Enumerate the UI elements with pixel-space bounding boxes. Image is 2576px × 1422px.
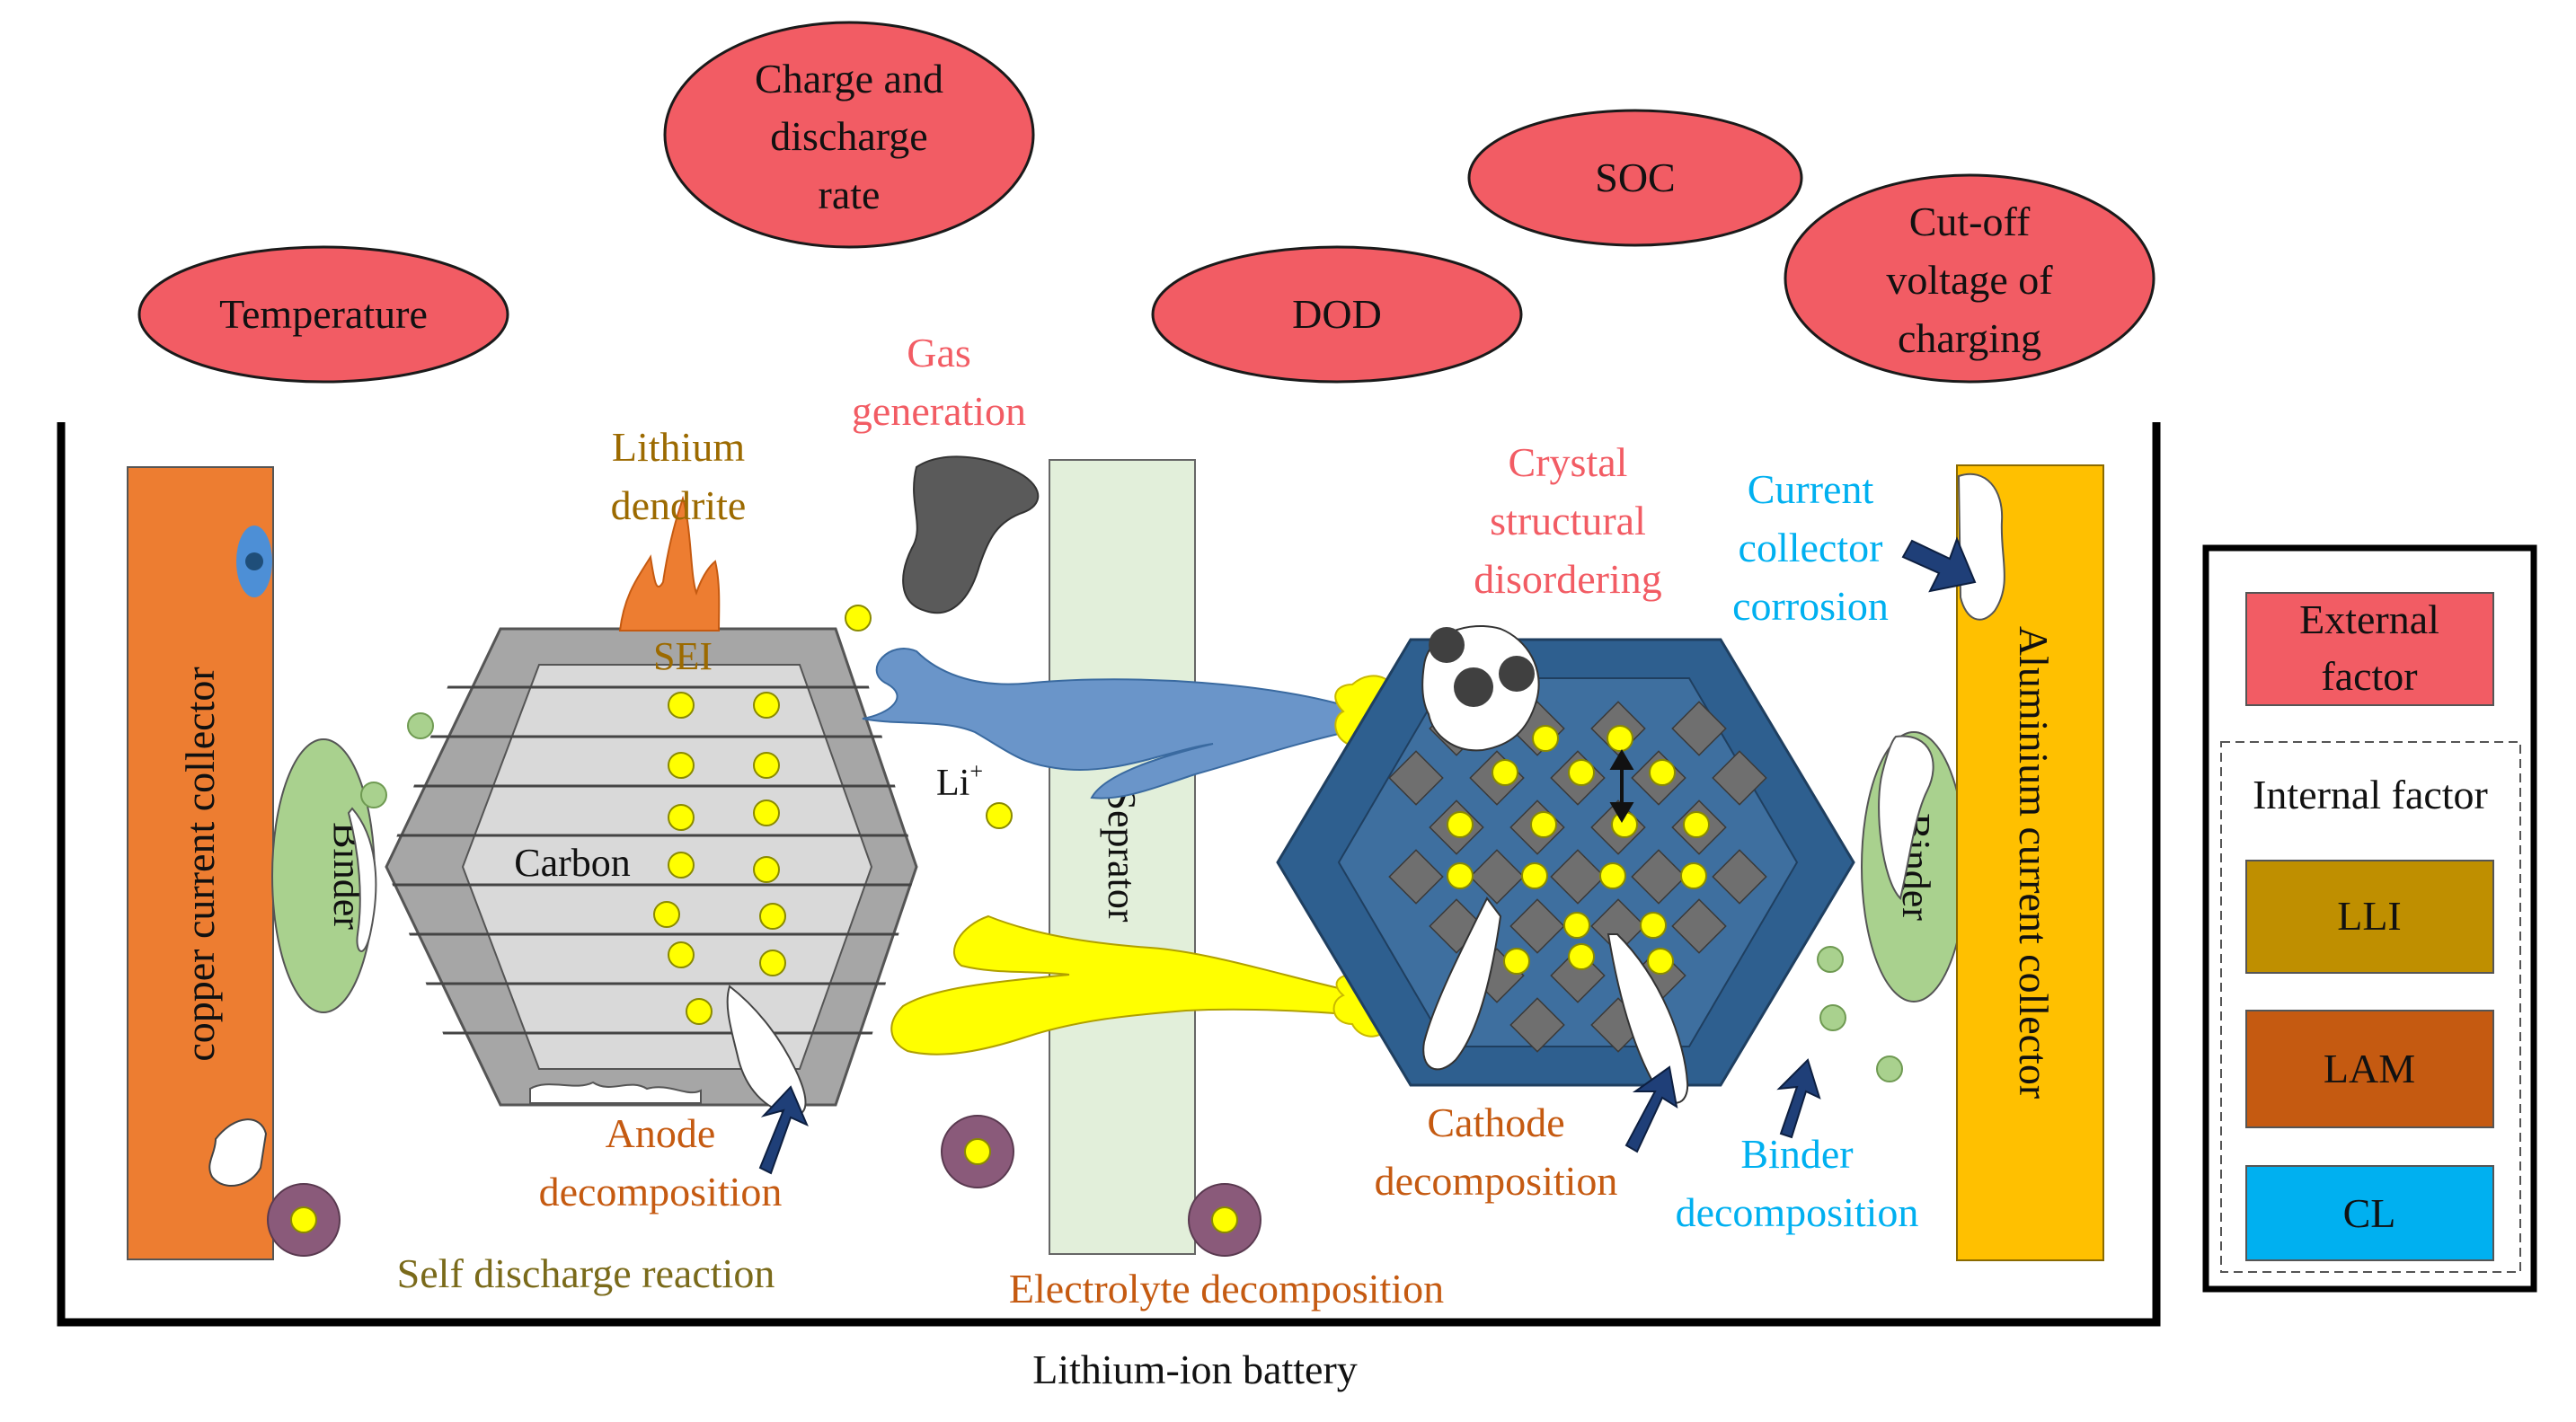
anode-decomposition-label: Anode decomposition <box>539 1110 783 1214</box>
svg-text:Charge and: Charge and <box>755 56 943 102</box>
li-ion-label: Li+ <box>936 758 983 804</box>
svg-text:generation: generation <box>852 388 1026 434</box>
lithium-ion-particles <box>845 605 1013 829</box>
svg-text:charging: charging <box>1898 315 2041 361</box>
binder-particles <box>360 712 1903 1082</box>
gas-generation-label: Gas generation <box>852 330 1026 434</box>
legend-internal-title: Internal factor <box>2253 772 2488 817</box>
cathode-crack-icon <box>1422 896 1502 1071</box>
svg-text:structural: structural <box>1490 498 1646 543</box>
svg-text:factor: factor <box>2321 653 2417 699</box>
electrolyte-decomposition-label: Electrolyte decomposition <box>1009 1266 1444 1312</box>
battery-casing <box>57 422 2161 1327</box>
svg-text:disordering: disordering <box>1474 556 1662 602</box>
legend-lli: LLI <box>2245 860 2494 974</box>
anode-binder: Binder <box>271 738 377 1013</box>
svg-text:LAM: LAM <box>2324 1046 2415 1091</box>
svg-text:decomposition: decomposition <box>539 1169 783 1214</box>
lithium-dendrite-icon <box>618 495 721 632</box>
dod-factor: DOD <box>1151 245 1523 384</box>
collector-corrosion-label: Current collector corrosion <box>1732 466 1889 629</box>
svg-text:Lithium: Lithium <box>612 424 745 470</box>
svg-text:SOC: SOC <box>1595 155 1675 200</box>
svg-text:Carbon: Carbon <box>514 841 631 885</box>
gas-bubble-icon <box>902 455 1040 614</box>
svg-text:Aluminium current collector: Aluminium current collector <box>2011 626 2057 1099</box>
cathode-hexagon <box>1276 638 1855 1104</box>
cathode-decomposition-arrow-icon <box>1624 1065 1678 1153</box>
svg-text:Cathode: Cathode <box>1427 1100 1564 1145</box>
svg-text:rate: rate <box>819 172 881 217</box>
svg-text:decomposition: decomposition <box>1676 1189 1919 1235</box>
svg-text:dendrite: dendrite <box>611 482 747 528</box>
separator: Seprator <box>1049 459 1196 1255</box>
svg-text:decomposition: decomposition <box>1375 1158 1618 1204</box>
anode-decomposition-arrow-icon <box>758 1085 809 1175</box>
svg-text:Seprator: Seprator <box>1100 788 1144 922</box>
svg-text:Current: Current <box>1748 466 1874 512</box>
svg-text:voltage of: voltage of <box>1886 257 2053 303</box>
svg-text:SEI: SEI <box>653 634 713 678</box>
svg-text:CL: CL <box>2343 1190 2396 1236</box>
svg-text:Crystal: Crystal <box>1509 439 1628 485</box>
anode-carbon-hexagon: SEI Carbon <box>385 627 918 1116</box>
binder-decomposition-arrow-icon <box>1776 1058 1821 1139</box>
corrosion-flake-icon <box>208 1118 268 1187</box>
svg-text:External: External <box>2299 596 2439 642</box>
svg-text:LLI: LLI <box>2337 893 2402 939</box>
legend-external-factor: External factor <box>2245 592 2494 706</box>
svg-text:Anode: Anode <box>606 1110 716 1156</box>
corrosion-flake-icon <box>1957 473 2005 621</box>
cathode-decomposition-label: Cathode decomposition <box>1375 1100 1618 1204</box>
svg-text:corrosion: corrosion <box>1732 583 1889 629</box>
battery-caption: Lithium-ion battery <box>1032 1347 1358 1392</box>
self-discharge-particles <box>267 1115 1261 1257</box>
svg-text:Temperature: Temperature <box>219 291 428 337</box>
svg-text:discharge: discharge <box>770 113 927 159</box>
lithium-dendrite-label: Lithium dendrite <box>611 424 747 528</box>
copper-current-collector: copper current collector <box>127 466 274 1260</box>
crystal-disordering-label: Crystal structural disordering <box>1474 439 1662 602</box>
corrosion-arrow-icon <box>1901 536 1977 593</box>
legend: External factor Internal factor LLI LAM … <box>2202 544 2537 1293</box>
svg-text:DOD: DOD <box>1292 291 1382 337</box>
charge-discharge-rate-factor: Charge and discharge rate <box>663 21 1035 249</box>
svg-text:copper current collector: copper current collector <box>177 667 223 1061</box>
svg-text:collector: collector <box>1739 525 1883 570</box>
binder-decomposition-label: Binder decomposition <box>1676 1131 1919 1235</box>
soc-factor: SOC <box>1467 109 1803 247</box>
lattice-strain-arrow-icon <box>1609 749 1634 823</box>
svg-text:Gas: Gas <box>907 330 971 375</box>
svg-text:Binder: Binder <box>1740 1131 1853 1177</box>
cathode-binder: Binder <box>1861 731 1967 1002</box>
electrolyte-flow-upper <box>862 648 1359 799</box>
crystal-disorder-icon <box>1421 624 1540 752</box>
temperature-factor: Temperature <box>137 245 509 384</box>
legend-lam: LAM <box>2245 1010 2494 1128</box>
cathode-crack-icon <box>1607 933 1689 1104</box>
electrolyte-flow-lower <box>890 914 1359 1055</box>
internal-factor-group <box>2220 741 2521 1273</box>
cutoff-voltage-factor: Cut-off voltage of charging <box>1784 173 2156 384</box>
aluminium-current-collector: Aluminium current collector <box>1956 464 2104 1261</box>
self-discharge-label: Self discharge reaction <box>397 1250 775 1296</box>
svg-text:Cut-off: Cut-off <box>1909 199 2031 244</box>
legend-cl: CL <box>2245 1165 2494 1261</box>
